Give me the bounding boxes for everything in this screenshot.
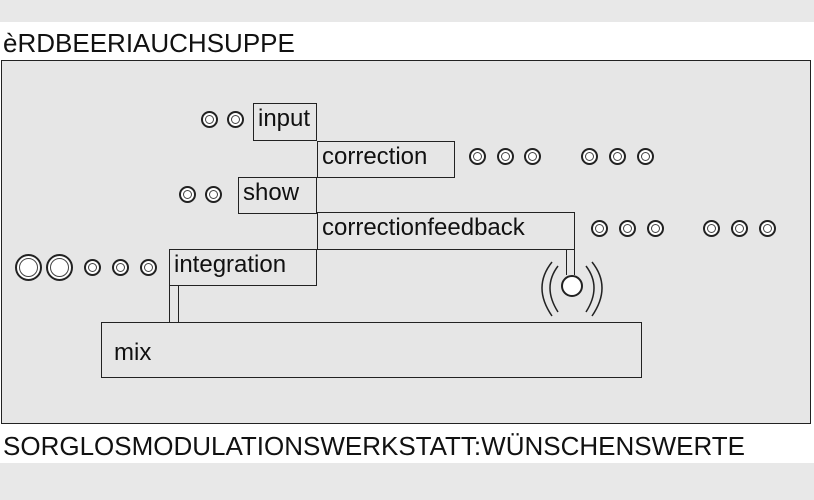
ring-knob-icon[interactable]	[469, 148, 486, 165]
ring-knob-icon[interactable]	[140, 259, 157, 276]
ring-knob-icon[interactable]	[524, 148, 541, 165]
ring-knob-icon[interactable]	[731, 220, 748, 237]
ring-knob-icon[interactable]	[759, 220, 776, 237]
node-input[interactable]: input	[253, 103, 317, 141]
ring-knob-icon[interactable]	[647, 220, 664, 237]
ring-knob-icon[interactable]	[205, 186, 222, 203]
top-band	[0, 0, 814, 22]
app-title: èRDBEERIAUCHSUPPE	[3, 28, 295, 58]
node-show-label: show	[243, 179, 300, 206]
ring-knob-icon[interactable]	[179, 186, 196, 203]
speaker-wave-icon[interactable]	[534, 258, 610, 320]
wire-integration-mix	[178, 285, 179, 322]
ring-knob-icon[interactable]	[581, 148, 598, 165]
wire-integration-mix	[169, 285, 170, 322]
ring-knob-icon[interactable]	[591, 220, 608, 237]
wire-feedback-output	[566, 249, 567, 275]
ring-knob-icon[interactable]	[201, 111, 218, 128]
node-mix-label: mix	[114, 339, 152, 366]
footer-label: SORGLOSMODULATIONSWERKSTATT:WÜNSCHENSWER…	[3, 431, 746, 461]
node-mix[interactable]: mix	[101, 322, 642, 378]
ring-knob-icon[interactable]	[15, 254, 42, 281]
node-correctionfeedback[interactable]: correctionfeedback	[317, 212, 575, 250]
bottom-band	[0, 463, 814, 500]
ring-knob-icon[interactable]	[637, 148, 654, 165]
node-input-label: input	[258, 105, 311, 132]
ring-knob-icon[interactable]	[609, 148, 626, 165]
wire-feedback-output	[574, 249, 575, 275]
ring-knob-icon[interactable]	[227, 111, 244, 128]
ring-knob-icon[interactable]	[112, 259, 129, 276]
node-show[interactable]: show	[238, 177, 317, 214]
ring-knob-icon[interactable]	[84, 259, 101, 276]
ring-knob-icon[interactable]	[497, 148, 514, 165]
node-integration[interactable]: integration	[169, 249, 317, 286]
node-correction[interactable]: correction	[317, 141, 455, 178]
ring-knob-icon[interactable]	[46, 254, 73, 281]
node-integration-label: integration	[174, 251, 287, 278]
ring-knob-icon[interactable]	[619, 220, 636, 237]
node-correctionfeedback-label: correctionfeedback	[322, 214, 525, 241]
node-correction-label: correction	[322, 143, 428, 170]
ring-knob-icon[interactable]	[703, 220, 720, 237]
